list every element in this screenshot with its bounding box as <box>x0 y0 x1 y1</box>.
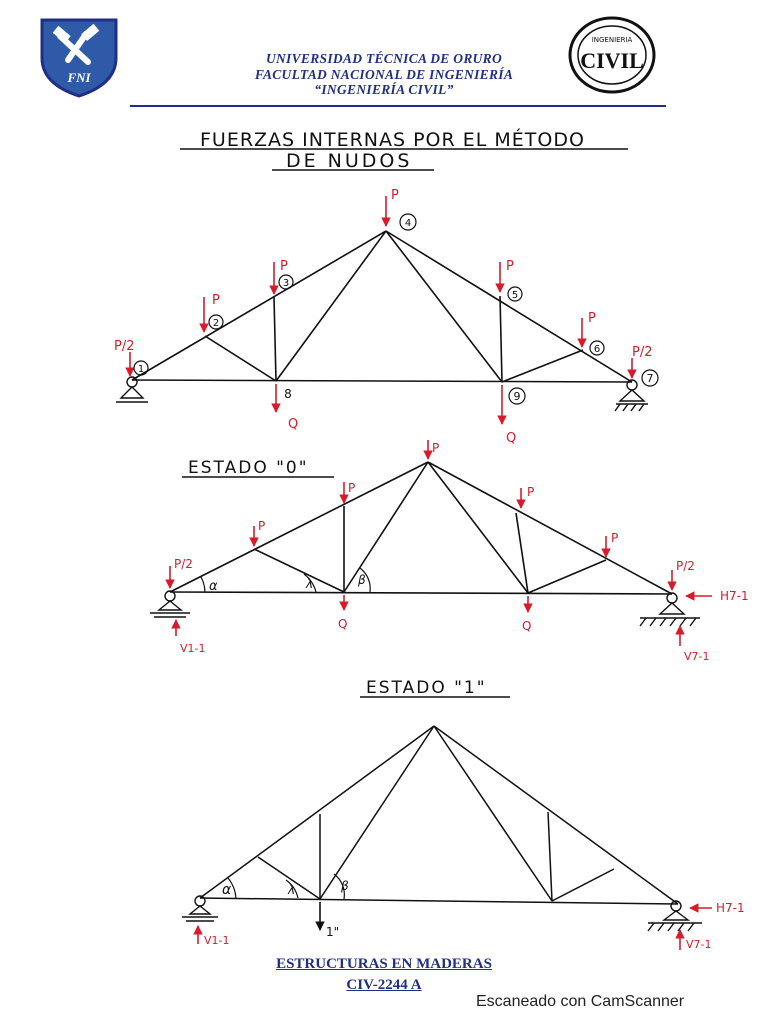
load-label: P <box>391 188 399 203</box>
course-code: CIV-2244 A <box>346 977 422 993</box>
node-number: 7 <box>647 372 654 385</box>
bottom-load-label: Q <box>338 617 347 631</box>
support-pin-1 <box>116 376 148 403</box>
node-number: 5 <box>512 290 518 301</box>
load-label: P <box>258 519 265 533</box>
reaction-h7-label: H7-1 <box>720 589 749 603</box>
angle-alpha: α <box>222 882 232 898</box>
support-pin-state-1 <box>182 895 218 922</box>
state-1-title: ESTADO "1" <box>366 678 487 698</box>
node-number: 8 <box>284 387 292 401</box>
civil-logo-small-text: INGENIERIA <box>592 36 633 44</box>
civil-logo: INGENIERIA CIVIL <box>568 16 656 94</box>
course-name: ESTRUCTURAS EN MADERAS <box>276 956 492 972</box>
node-number: 6 <box>594 344 600 355</box>
bottom-load-label: Q <box>288 417 298 432</box>
reaction-v1-label: V1-1 <box>204 934 230 947</box>
half-load-label: P/2 <box>114 339 135 354</box>
angle-arc <box>200 576 206 593</box>
reaction-h7-label: H7-1 <box>716 901 745 915</box>
angle-arc <box>359 567 371 593</box>
node-number: 9 <box>514 390 521 403</box>
load-label: P <box>280 259 288 274</box>
support-roller-7 <box>614 379 648 412</box>
university-name: UNIVERSIDAD TÉCNICA DE ORURO <box>265 51 503 66</box>
angle-arc <box>227 877 237 899</box>
angle-arc <box>303 573 317 593</box>
truss-diagram-1 <box>131 230 633 383</box>
support-roller-state-0 <box>639 592 700 627</box>
angle-alpha: α <box>209 579 218 594</box>
node-number: 1 <box>138 364 144 375</box>
truss-diagram-2 <box>169 461 673 595</box>
load-label: P <box>348 481 355 495</box>
load-label: P <box>432 441 439 455</box>
support-roller-state-1 <box>647 900 702 932</box>
support-pin-state-0 <box>150 590 190 618</box>
node-markers <box>133 213 659 405</box>
page-title-line1: FUERZAS INTERNAS POR EL MÉTODO <box>200 128 585 151</box>
page-title-line2: DE NUDOS <box>286 150 412 172</box>
angle-arc <box>333 873 345 900</box>
civil-logo-text: CIVIL <box>580 48 644 73</box>
load-label: P <box>212 293 220 308</box>
header-rule <box>130 105 666 107</box>
node-number: 4 <box>405 218 411 229</box>
angle-lambda: λ <box>305 577 313 591</box>
angle-beta: β <box>340 879 349 893</box>
fni-logo-text: FNI <box>66 70 91 85</box>
unit-load-label: 1" <box>326 925 339 939</box>
angle-beta: β <box>357 573 366 587</box>
load-label: P <box>527 485 534 499</box>
load-label: P <box>611 531 618 545</box>
bottom-load-label: Q <box>522 619 531 633</box>
scanner-watermark: Escaneado con CamScanner <box>476 993 685 1010</box>
reaction-v1-label: V1-1 <box>180 642 206 655</box>
half-load-label: P/2 <box>174 557 193 571</box>
half-load-label: P/2 <box>676 559 695 573</box>
reaction-v7-label: V7-1 <box>686 938 712 951</box>
half-load-label: P/2 <box>632 345 653 360</box>
node-number: 2 <box>213 318 219 329</box>
state-0-title: ESTADO "0" <box>188 458 309 478</box>
department-name: “INGENIERÍA CIVIL” <box>314 82 454 97</box>
fni-logo: FNI <box>40 18 118 98</box>
angle-lambda: λ <box>287 883 295 897</box>
load-label: P <box>588 311 596 326</box>
reaction-v7-label: V7-1 <box>684 650 710 663</box>
truss-diagram-3 <box>199 725 679 905</box>
bottom-load-label: Q <box>506 431 516 446</box>
angle-arc <box>285 879 299 899</box>
faculty-name: FACULTAD NACIONAL DE INGENIERÍA <box>254 67 514 82</box>
node-number: 3 <box>283 278 289 289</box>
load-label: P <box>506 259 514 274</box>
